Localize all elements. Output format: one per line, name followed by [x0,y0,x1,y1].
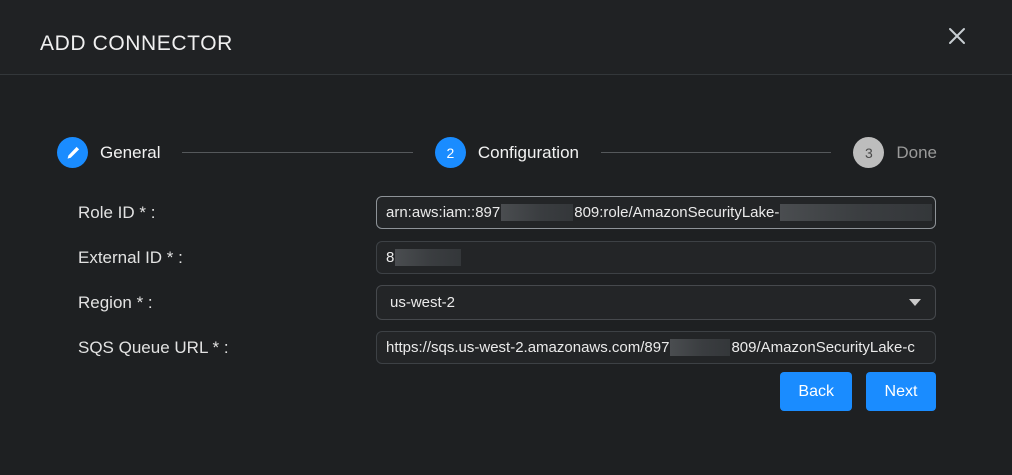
sqs-queue-url-label: SQS Queue URL * : [78,337,229,357]
close-icon[interactable] [940,19,974,53]
step-configuration[interactable]: 2 Configuration [434,137,579,168]
next-button[interactable]: Next [866,372,936,411]
stepper-connector-2 [600,152,832,153]
dialog-actions: Back Next [780,372,936,411]
step-done-marker: 3 [853,137,885,168]
region-select[interactable]: us-west-2 [376,285,936,320]
dialog-header: ADD CONNECTOR [0,0,1012,75]
region-selected-value: us-west-2 [390,294,456,311]
redacted-block [395,249,462,266]
chevron-down-icon [909,299,921,306]
external-id-value: 8 [377,249,462,266]
step-done-label: Done [896,142,937,162]
external-id-input[interactable]: 8 [376,241,936,274]
role-id-label: Role ID * : [78,202,156,222]
form-row-region: Region * : us-west-2 [0,280,1012,325]
form-row-sqs-queue-url: SQS Queue URL * : https://sqs.us-west-2.… [0,325,1012,370]
dialog-title: ADD CONNECTOR [40,32,233,55]
form-row-external-id: External ID * : 8 [0,235,1012,280]
step-general-marker [57,137,88,168]
close-icon-glyph [949,28,965,44]
redacted-block [780,204,933,221]
step-done: 3 Done [853,137,937,168]
wizard-stepper: General 2 Configuration 3 Done [57,137,937,168]
redacted-block [501,204,574,221]
external-id-label: External ID * : [78,247,183,267]
step-configuration-marker: 2 [434,137,466,168]
pencil-icon [67,146,79,159]
stepper-connector-1 [182,152,413,153]
region-label: Region * : [78,292,153,312]
step-configuration-label: Configuration [477,142,579,162]
step-general[interactable]: General [57,137,160,168]
step-general-label: General [100,142,161,162]
redacted-block [670,339,731,356]
back-button[interactable]: Back [780,372,852,411]
